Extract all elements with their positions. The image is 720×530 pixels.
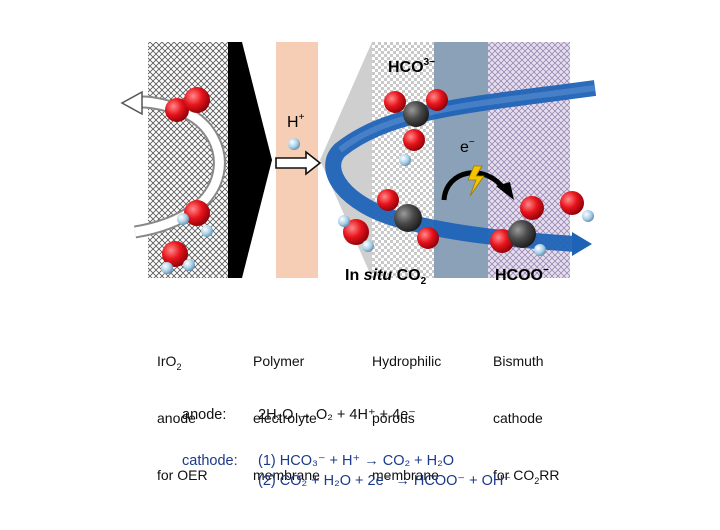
formate-molecule — [490, 196, 546, 256]
anode-water-molecule — [177, 200, 213, 237]
anode-arrow-head — [120, 90, 143, 116]
bicarbonate-label: HCO3− — [388, 57, 435, 76]
electron-label: e− — [460, 137, 475, 156]
in-situ-co2-label: In situ CO2 — [345, 267, 427, 287]
formate-label: HCOO− — [495, 265, 549, 284]
lightning-icon — [467, 165, 485, 197]
porous-water-molecule — [338, 215, 374, 252]
cathode-equation-1: (1) HCO₃⁻ + H⁺ → CO₂ + H₂O — [258, 453, 455, 469]
electron-arrow — [441, 170, 508, 201]
co2-molecule — [377, 189, 439, 249]
caption-anode: IrO2 anode for OER — [157, 353, 208, 483]
cathode-label: cathode: — [182, 453, 238, 469]
proton-sphere — [288, 138, 300, 150]
bicarbonate-molecule — [384, 89, 448, 166]
cathode-equation-2: (2) CO₂ + H₂O + 2e⁻ → HCOO⁻ + OH⁻ — [258, 473, 511, 489]
caption-porous-membrane: Hydrophilic porous membrane — [372, 353, 442, 483]
flow-arrow-head — [572, 232, 592, 256]
porous-membrane-wedge — [320, 42, 372, 278]
anode-water-molecule-2 — [161, 241, 195, 274]
anode-label: anode: — [182, 407, 227, 423]
proton-label: H+ — [287, 112, 305, 131]
hydroxide-molecule — [560, 191, 594, 222]
anode-catalyst-layer — [228, 42, 272, 278]
caption-bismuth-cathode: Bismuth cathode for CO2RR — [493, 353, 560, 486]
anode-o2-molecule — [165, 87, 210, 122]
electrolyzer-diagram: HCO3− H+ e− In situ CO2 HCOO− — [120, 42, 597, 287]
caption-polymer-membrane: Polymer electrolyte membrane — [253, 353, 320, 483]
anode-equation: 2H₂O → O₂ + 4H⁺ + 4e⁻ — [258, 407, 416, 423]
proton-arrow — [275, 150, 322, 176]
